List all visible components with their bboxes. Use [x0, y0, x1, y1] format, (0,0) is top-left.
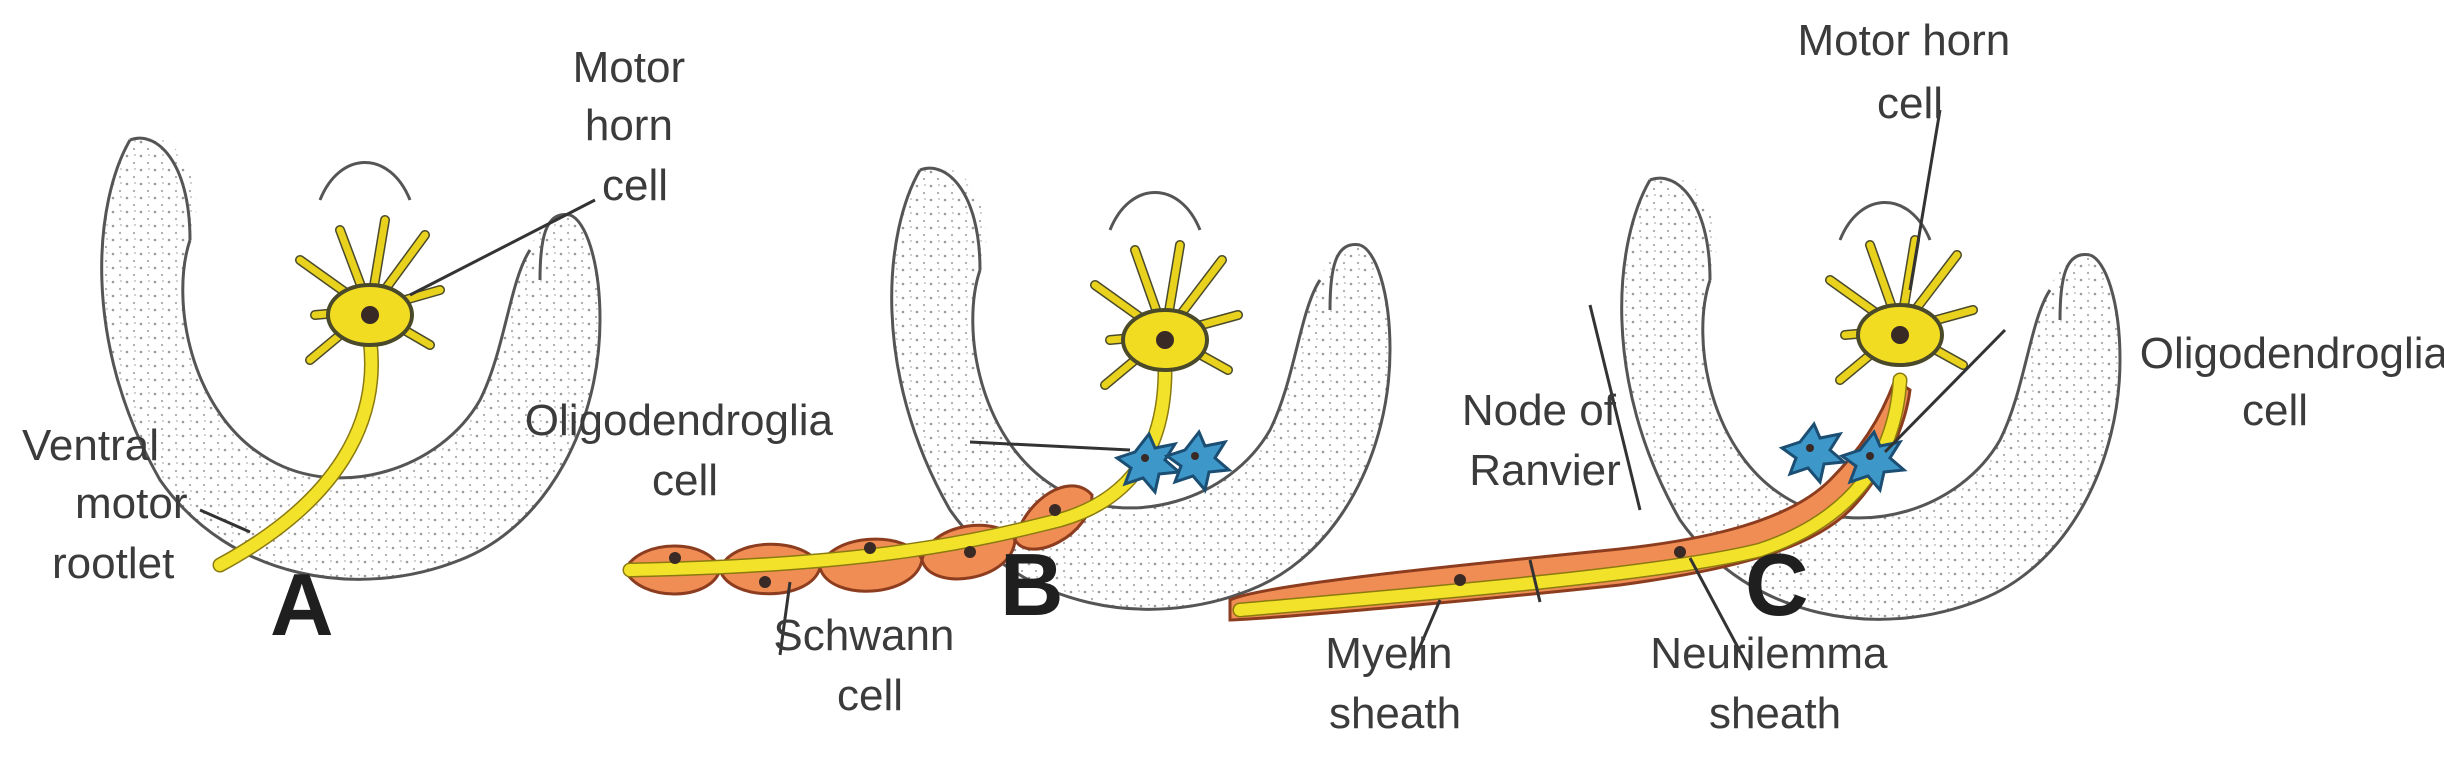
- panel-letter-c: C: [1745, 535, 1809, 634]
- label-oligodendroglia-cell-b: Oligodendroglia cell: [525, 396, 845, 505]
- panel-c: [1228, 109, 2122, 671]
- panel-letter-b: B: [1000, 535, 1064, 634]
- leader-line: [1688, 557, 1752, 671]
- leader-line: [1588, 304, 1642, 511]
- motor-neuron: [1825, 235, 1978, 385]
- label-schwann-cell: Schwann cell: [773, 611, 966, 720]
- leader-line: [199, 508, 251, 534]
- label-ventral-motor-rootlet: Ventral motor rootlet: [22, 421, 200, 588]
- oligodendroglia-cells: [1113, 429, 1233, 496]
- leader-line: [409, 198, 596, 297]
- leader-line: [1883, 328, 2007, 454]
- label-neurilemma-sheath: Neurilemma sheath: [1650, 629, 1899, 738]
- panel-a: [100, 134, 602, 581]
- label-myelin-sheath: Myelin sheath: [1325, 629, 1464, 738]
- axon: [214, 334, 378, 571]
- leader-line: [778, 581, 792, 656]
- label-motor-horn-cell-c: Motor horn cell: [1798, 16, 2023, 128]
- panel-letter-a: A: [270, 555, 334, 654]
- label-motor-horn-cell-a: Motor horn cell: [573, 43, 698, 210]
- leader-line: [1908, 109, 1942, 291]
- motor-neuron: [212, 215, 445, 573]
- leader-line: [969, 440, 1131, 452]
- label-oligodendroglia-cell-c: Oligodendroglia cell: [2140, 329, 2444, 435]
- leader-line: [1408, 599, 1442, 671]
- panel-b: [622, 164, 1392, 656]
- label-node-of-ranvier: Node of Ranvier: [1462, 386, 1628, 495]
- motor-neuron: [1090, 240, 1243, 390]
